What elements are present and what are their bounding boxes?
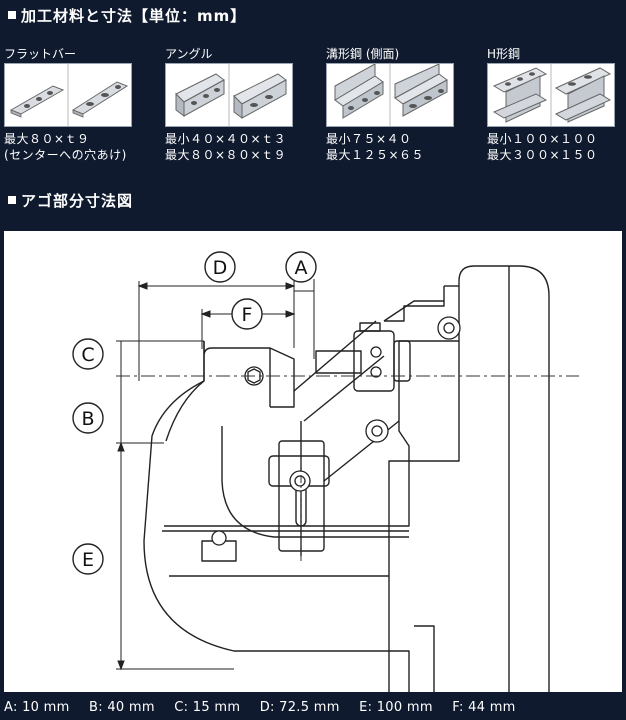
material-h-beam: H形鋼 最小１００×１００ 最大３００×１５０ (487, 46, 626, 163)
material-angle: アングル 最小４０×４０×ｔ３ 最大８０×８０×ｔ９ (165, 46, 315, 163)
material-spec-max: 最大３００×１５０ (487, 148, 598, 162)
material-spec-note: (センターへの穴あけ) (4, 148, 127, 162)
label-circle-f (231, 298, 263, 330)
material-name: フラットバー (4, 47, 77, 61)
label-circle-a (285, 251, 317, 283)
dimension-a: A: 10 mm (4, 700, 70, 715)
jaw-drawing-svg: D A F C B E (72, 251, 579, 692)
label-e: E (82, 549, 94, 571)
dimension-b: B: 40 mm (89, 700, 155, 715)
square-bullet-icon (8, 196, 16, 204)
label-a: A (295, 257, 308, 279)
label-circle-e (72, 543, 104, 575)
material-name: アングル (165, 47, 213, 61)
material-name: H形鋼 (487, 47, 521, 61)
material-spec-min: 最小１００×１００ (487, 132, 598, 146)
flat-bar-icon (4, 63, 132, 127)
c-frame-outer (143, 341, 410, 692)
material-spec-min: 最小４０×４０×ｔ３ (165, 132, 287, 146)
material-channel: 溝形鋼 (側面) 最小７５×４０ 最大１２５×６５ (326, 46, 476, 163)
label-f: F (242, 304, 253, 326)
bolt-icon (211, 530, 227, 546)
dimension-c: C: 15 mm (174, 700, 241, 715)
label-circle-c (72, 338, 104, 370)
dimension-values: A: 10 mm B: 40 mm C: 15 mm D: 72.5 mm E:… (4, 700, 622, 715)
material-name: 溝形鋼 (側面) (326, 47, 400, 61)
angle-steel-icon (165, 63, 293, 127)
body-outline (388, 265, 550, 692)
label-d: D (213, 257, 228, 279)
dimension-e: E: 100 mm (359, 700, 433, 715)
punch-nut (353, 330, 395, 392)
dimension-f: F: 44 mm (452, 700, 516, 715)
dimension-d: D: 72.5 mm (259, 700, 340, 715)
channel-steel-icon (326, 63, 454, 127)
materials-heading: 加工材料と寸法【単位：mm】 (8, 5, 246, 26)
square-bullet-icon (8, 11, 16, 19)
label-circle-b (72, 402, 104, 434)
material-spec-min: 最小７５×４０ (326, 132, 412, 146)
label-b: B (81, 408, 94, 430)
jaw-dimension-drawing: D A F C B E (4, 231, 622, 692)
material-spec-max: 最大８０×ｔ９ (4, 132, 90, 146)
material-spec-max: 最大８０×８０×ｔ９ (165, 148, 287, 162)
label-c: C (81, 344, 94, 366)
h-beam-icon (487, 63, 615, 127)
label-circle-d (204, 251, 236, 283)
diagram-heading: アゴ部分寸法図 (8, 190, 133, 211)
material-spec-max: 最大１２５×６５ (326, 148, 425, 162)
material-flat-bar: フラットバー 最大８０×ｔ９ (センターへの穴あけ) (4, 46, 154, 163)
